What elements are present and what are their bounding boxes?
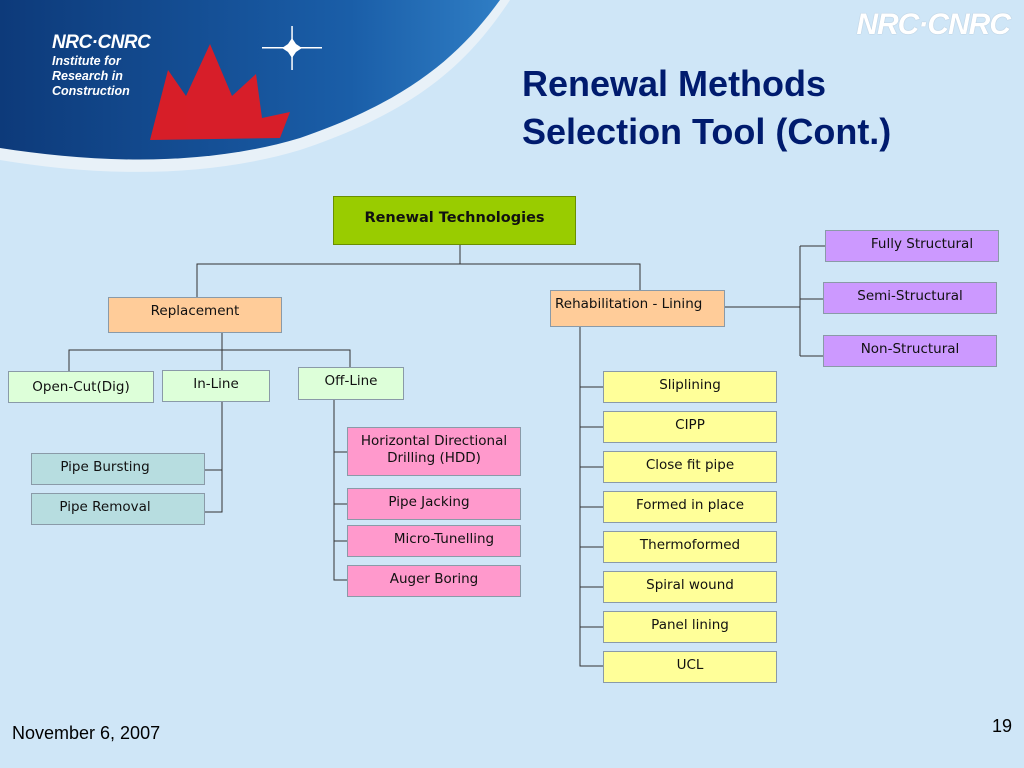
node-renewal-technologies: Renewal Technologies — [333, 196, 576, 245]
node-non-structural: Non-Structural — [823, 335, 997, 367]
title-line-1: Renewal Methods — [522, 63, 827, 104]
node-panel-lining: Panel lining — [603, 611, 777, 643]
star-icon — [262, 26, 322, 70]
corner-logo: NRC·CNRC — [856, 8, 1011, 41]
node-pipe-jacking: Pipe Jacking — [347, 488, 521, 520]
node-pipe-removal: Pipe Removal — [31, 493, 205, 525]
node-auger-boring: Auger Boring — [347, 565, 521, 597]
node-ucl: UCL — [603, 651, 777, 683]
org-line-2: Research in — [52, 69, 123, 83]
node-close-fit-pipe: Close fit pipe — [603, 451, 777, 483]
node-micro-tunelling: Micro-Tunelling — [347, 525, 521, 557]
node-replacement: Replacement — [108, 297, 282, 333]
node-semi-structural: Semi-Structural — [823, 282, 997, 314]
node-fully-structural: Fully Structural — [825, 230, 999, 262]
page-title: Renewal Methods Selection Tool (Cont.) — [522, 60, 891, 156]
page-number: 19 — [991, 716, 1012, 736]
footer-date: November 6, 2007 — [12, 723, 161, 743]
org-line-1: Institute for — [52, 54, 121, 68]
node-off-line: Off-Line — [298, 367, 404, 400]
node-formed-in-place: Formed in place — [603, 491, 777, 523]
title-line-2: Selection Tool (Cont.) — [522, 111, 892, 152]
node-spiral-wound: Spiral wound — [603, 571, 777, 603]
node-cipp: CIPP — [603, 411, 777, 443]
node-hdd: Horizontal Directional Drilling (HDD) — [347, 427, 521, 476]
org-line-3: Construction — [52, 84, 130, 98]
header-banner — [0, 0, 510, 172]
node-in-line: In-Line — [162, 370, 270, 402]
node-pipe-bursting: Pipe Bursting — [31, 453, 205, 485]
node-open-cut: Open-Cut(Dig) — [8, 371, 154, 403]
org-logo: NRC·CNRC — [52, 32, 151, 53]
node-thermoformed: Thermoformed — [603, 531, 777, 563]
node-rehabilitation-lining: Rehabilitation - Lining — [550, 290, 725, 327]
org-identity: NRC·CNRC Institute for Research in Const… — [52, 32, 151, 99]
node-sliplining: Sliplining — [603, 371, 777, 403]
